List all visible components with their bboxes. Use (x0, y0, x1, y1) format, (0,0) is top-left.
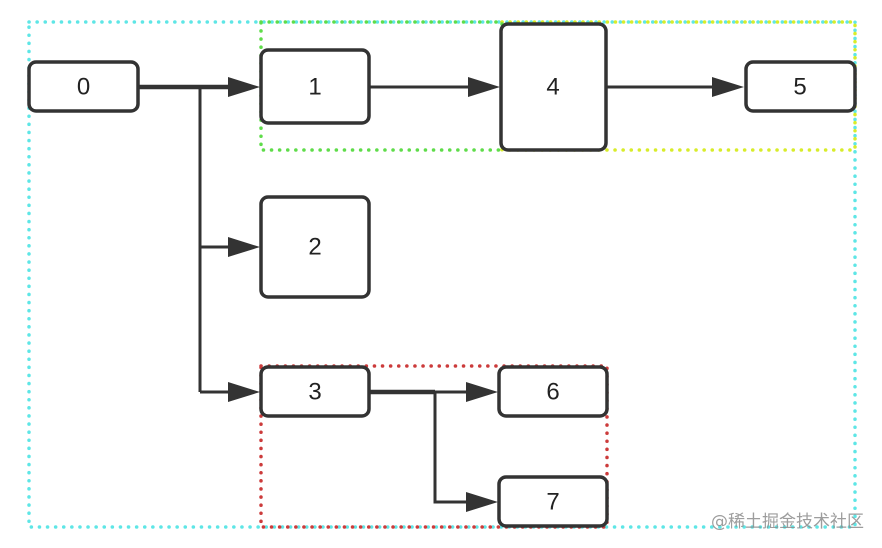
arrowhead-icon (468, 77, 500, 97)
arrowhead-icon (466, 492, 498, 512)
node-5[interactable]: 5 (744, 60, 857, 113)
node-7[interactable]: 7 (497, 475, 609, 528)
node-label: 5 (793, 74, 806, 101)
node-label: 0 (77, 74, 90, 101)
region-red (259, 364, 609, 529)
node-label: 6 (546, 379, 559, 406)
arrowhead-icon (228, 237, 260, 257)
arrowhead-icon (228, 77, 260, 97)
node-4[interactable]: 4 (499, 22, 608, 152)
node-label: 3 (308, 379, 321, 406)
arrowhead-icon (466, 382, 498, 402)
node-3[interactable]: 3 (259, 365, 371, 418)
region-outer (27, 20, 857, 529)
arrowhead-icon (228, 382, 260, 402)
node-2[interactable]: 2 (259, 195, 371, 299)
node-1[interactable]: 1 (259, 48, 371, 125)
node-0[interactable]: 0 (27, 60, 140, 113)
node-label: 4 (546, 74, 559, 101)
node-6[interactable]: 6 (497, 365, 609, 418)
edges (139, 77, 744, 512)
node-label: 7 (546, 489, 559, 516)
watermark: @稀土掘金技术社区 (711, 512, 864, 532)
node-label: 1 (308, 74, 321, 101)
edge-3-7 (433, 392, 470, 504)
arrowhead-icon (712, 77, 744, 97)
node-label: 2 (308, 234, 321, 261)
